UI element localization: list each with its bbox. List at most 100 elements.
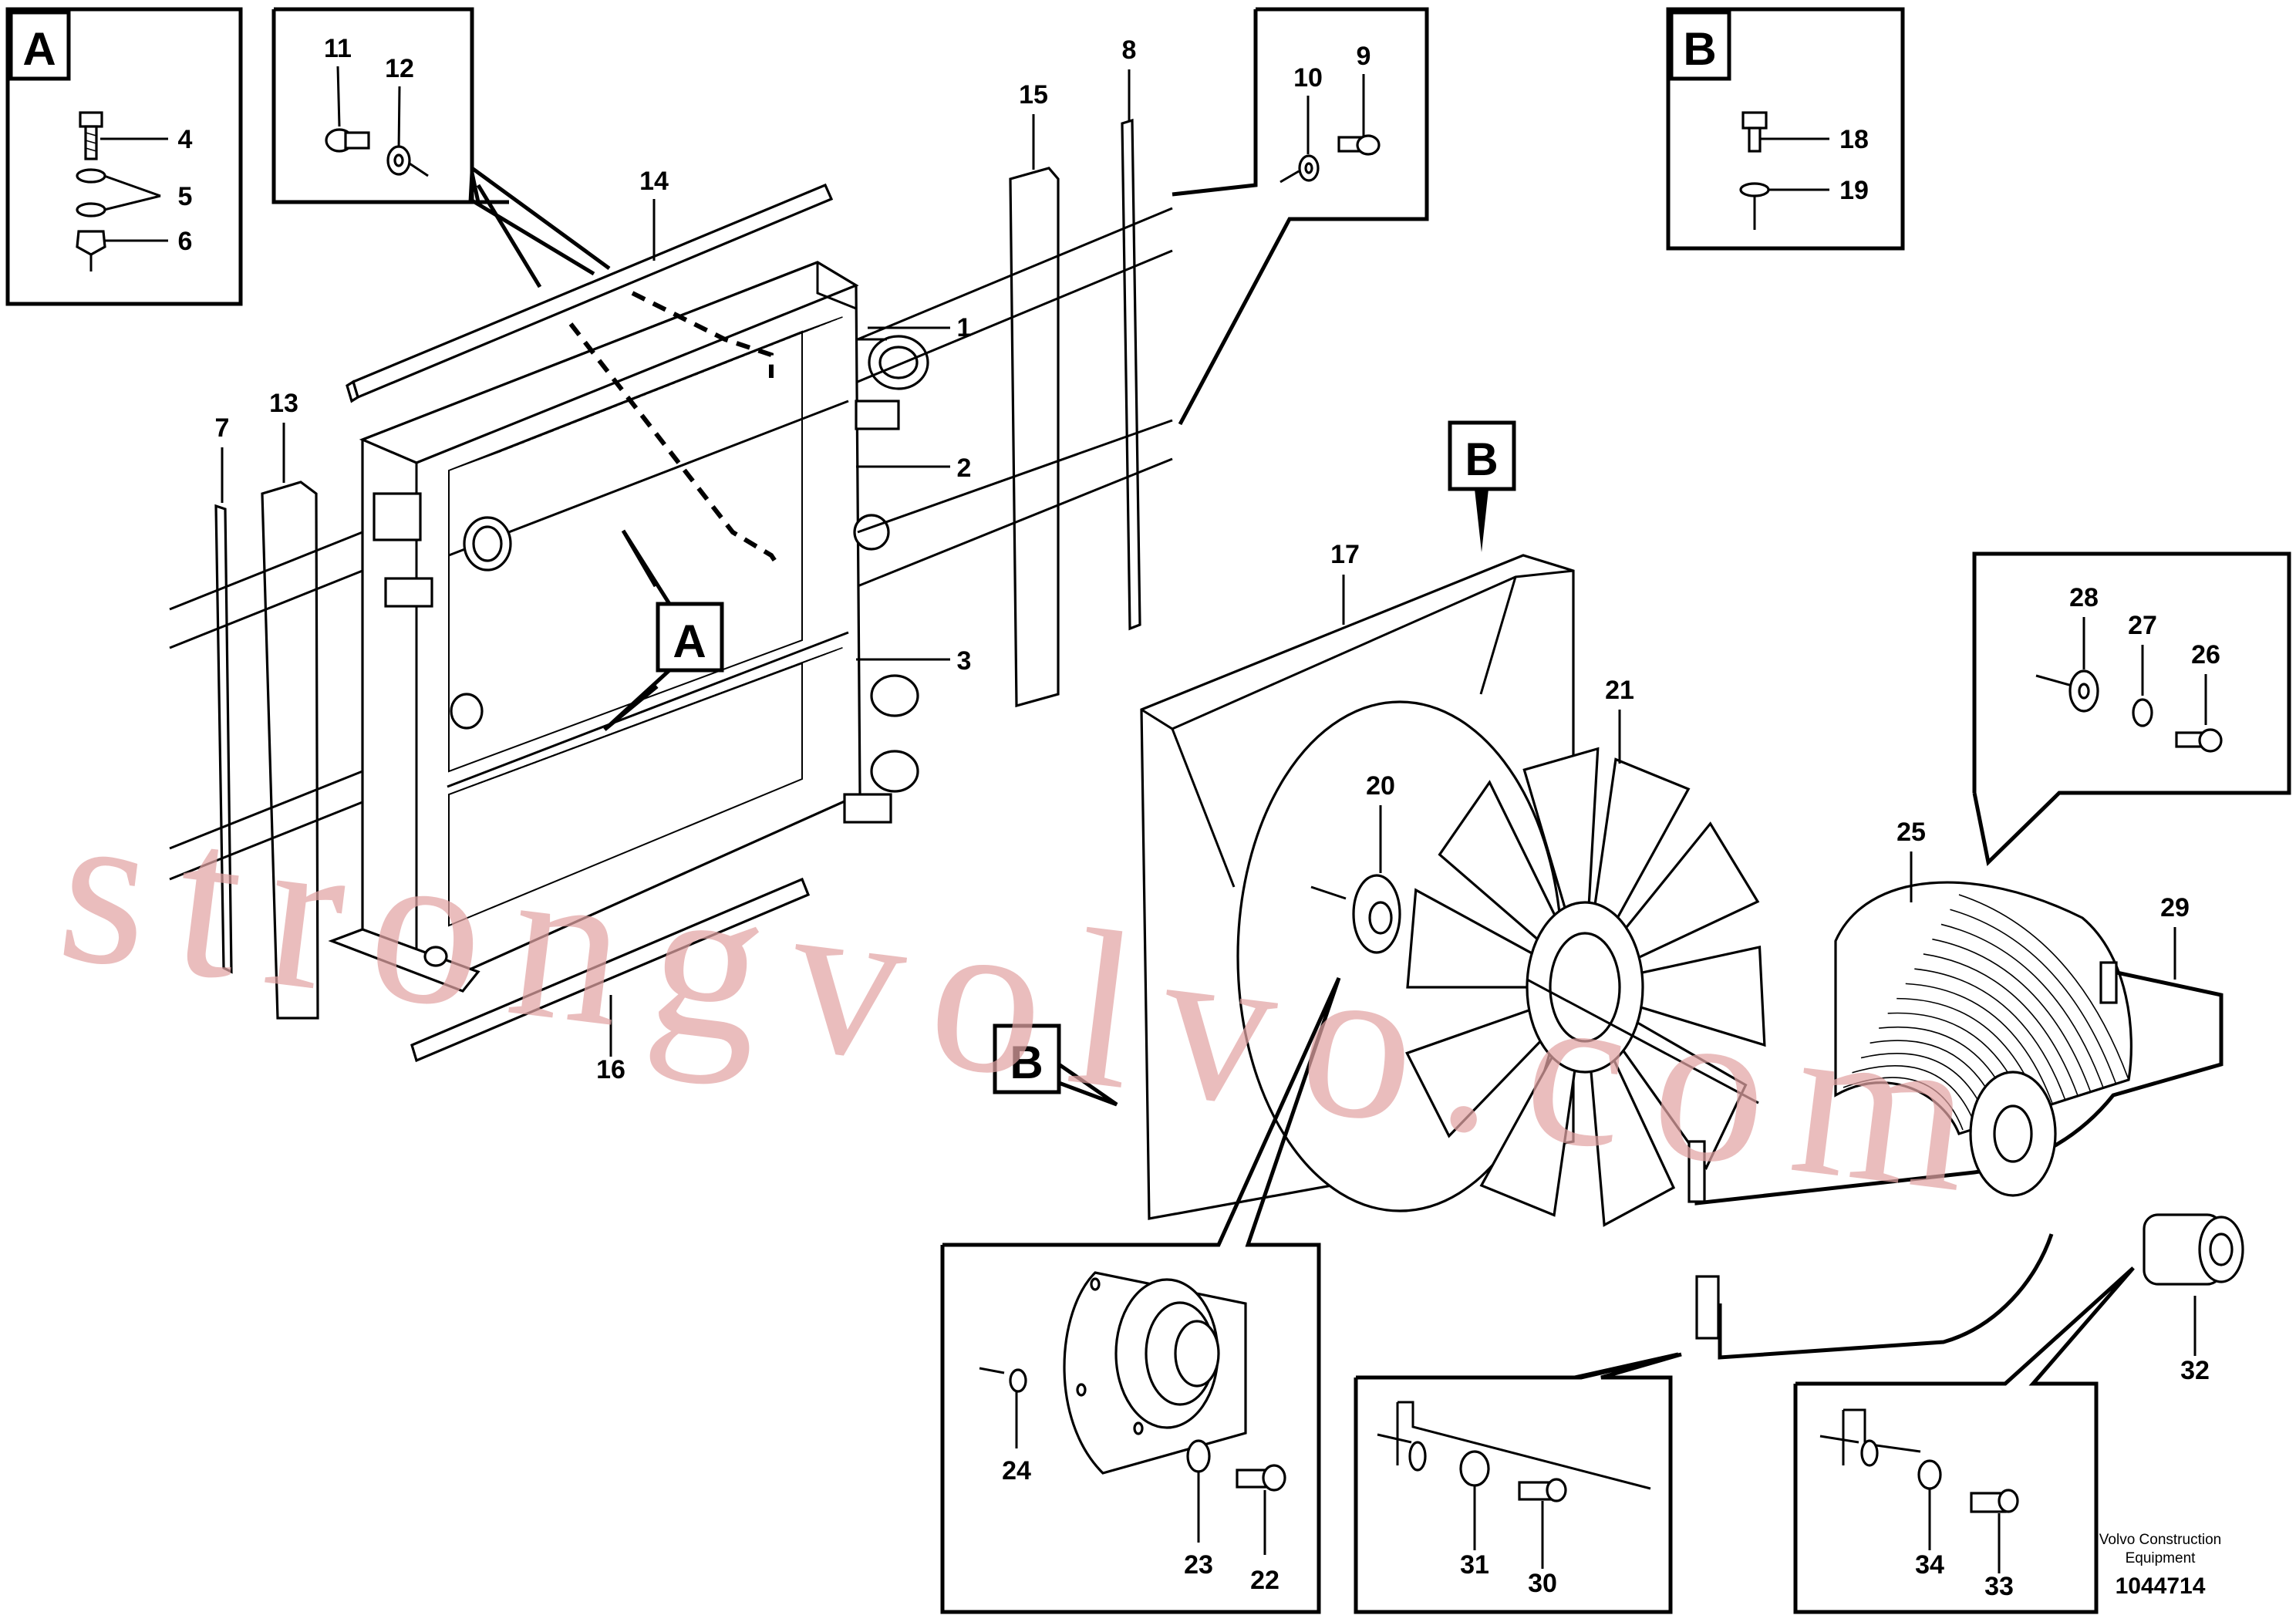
label-34: 34	[1915, 1550, 1944, 1580]
watermark: strongvolvo.com	[48, 759, 2013, 1243]
fan-blade-assembly: 21	[1405, 676, 1766, 1227]
hydraulic-motor-guard: 25	[1834, 818, 2132, 1135]
outlet-pipe-icon	[373, 492, 512, 730]
label-26: 26	[2191, 640, 2220, 669]
hydraulic-pump-32: 32	[2143, 1213, 2244, 1385]
bracket-29: 29	[1687, 893, 2224, 1360]
washer-icon	[76, 168, 106, 184]
label-17: 17	[1330, 540, 1360, 569]
label-5: 5	[178, 182, 193, 211]
bracket-plate-detail	[1842, 1408, 1921, 1467]
label-22: 22	[1250, 1566, 1279, 1595]
bolt-icon	[325, 128, 370, 153]
label-6: 6	[178, 227, 193, 256]
detail-a-letter: A	[22, 23, 56, 75]
label-24: 24	[1002, 1456, 1031, 1485]
label-4: 4	[178, 125, 193, 154]
washer-icon	[386, 145, 411, 176]
radiator-assembly: 14	[328, 167, 972, 1084]
washer-icon	[1186, 1439, 1211, 1473]
label-2: 2	[957, 454, 972, 483]
seal-strip-8: 8	[1121, 35, 1141, 631]
label-12: 12	[385, 54, 414, 83]
footer: Volvo Construction Equipment 1044714	[2099, 1532, 2221, 1599]
label-14: 14	[639, 167, 669, 196]
alignment-lines-right	[857, 207, 1173, 588]
bracket-plate-detail	[1396, 1401, 1651, 1490]
label-31: 31	[1460, 1550, 1489, 1580]
detail-box-11-12: 11 12	[271, 7, 509, 204]
label-16: 16	[596, 1055, 625, 1084]
nut-icon	[76, 230, 106, 256]
guard-wire	[1852, 1065, 1977, 1127]
seal-strip-13: 13	[261, 389, 319, 1020]
label-11: 11	[324, 34, 352, 63]
washer-icon	[76, 202, 106, 218]
guard-wire	[1958, 894, 2129, 1081]
washer-icon	[1009, 1368, 1027, 1393]
washer-icon	[2132, 698, 2153, 727]
label-15: 15	[1019, 80, 1048, 110]
detail-b-letter-top: B	[1683, 23, 1716, 75]
radiator-fins	[454, 316, 843, 793]
label-23: 23	[1184, 1550, 1213, 1580]
guard-wire	[1940, 923, 2104, 1088]
guard-wires	[1843, 894, 2129, 1131]
washer-icon	[1459, 1450, 1490, 1487]
washer-icon	[2068, 669, 2099, 713]
inlet-pipe-icon	[856, 335, 929, 390]
alignment-lines-left	[169, 531, 363, 881]
guard-wire	[1932, 938, 2092, 1092]
fin-line	[796, 316, 843, 335]
detail-box-a: A 4 5 6	[5, 7, 243, 306]
label-8: 8	[1122, 35, 1137, 65]
label-7: 7	[215, 413, 230, 443]
guard-wire	[1843, 1077, 1964, 1131]
label-13: 13	[269, 389, 298, 418]
leader-box-11-12	[470, 166, 611, 288]
detail-box-33-34: 34 33	[1793, 1266, 2135, 1614]
flange-detail	[1063, 1271, 1247, 1475]
detail-box-b-top: B 18 19	[1666, 7, 1905, 251]
detail-box-26-27-28: 28 27 26	[1972, 551, 2291, 867]
bolt-icon	[2175, 728, 2223, 753]
hub-20: 20	[1310, 771, 1401, 954]
label-20: 20	[1366, 771, 1395, 801]
detail-box-9-10: 10 9	[1172, 7, 1429, 426]
guard-wire	[1923, 953, 2079, 1096]
washer-icon	[1298, 154, 1320, 182]
guard-wire	[1914, 968, 2066, 1100]
seal-strip-15: 15	[1009, 80, 1060, 708]
bolt-icon	[79, 111, 103, 160]
detail-b-callout-left: B	[1010, 1037, 1043, 1088]
label-30: 30	[1528, 1569, 1557, 1598]
label-21: 21	[1605, 676, 1634, 705]
detail-box-22-23-24: 24 23 22	[940, 976, 1341, 1614]
detail-box-30-31: 31 30	[1354, 1352, 1682, 1614]
drawing-number: 1044714	[2116, 1573, 2206, 1599]
pipe-stub-icon	[853, 514, 919, 793]
bolt-icon	[1518, 1478, 1567, 1502]
label-32: 32	[2180, 1356, 2210, 1385]
label-18: 18	[1839, 125, 1869, 154]
bolt-icon	[1236, 1464, 1286, 1492]
bolt-icon	[1337, 134, 1381, 156]
bolt-icon	[1741, 111, 1768, 153]
detail-a-callout: A	[673, 615, 706, 667]
brand-line-2: Equipment	[2126, 1550, 2197, 1566]
guard-wire	[1950, 909, 2117, 1084]
label-28: 28	[2069, 583, 2099, 612]
bolt-icon	[1970, 1489, 2019, 1513]
label-25: 25	[1896, 818, 1926, 847]
label-33: 33	[1984, 1572, 2014, 1601]
label-27: 27	[2128, 611, 2157, 640]
label-9: 9	[1357, 42, 1371, 71]
detail-b-callout-top: B	[1465, 433, 1498, 485]
guard-wire	[1905, 983, 2053, 1104]
brand-line-1: Volvo Construction	[2099, 1532, 2221, 1548]
label-10: 10	[1293, 63, 1323, 93]
label-29: 29	[2160, 893, 2190, 922]
label-19: 19	[1839, 176, 1869, 205]
label-3: 3	[957, 646, 972, 676]
